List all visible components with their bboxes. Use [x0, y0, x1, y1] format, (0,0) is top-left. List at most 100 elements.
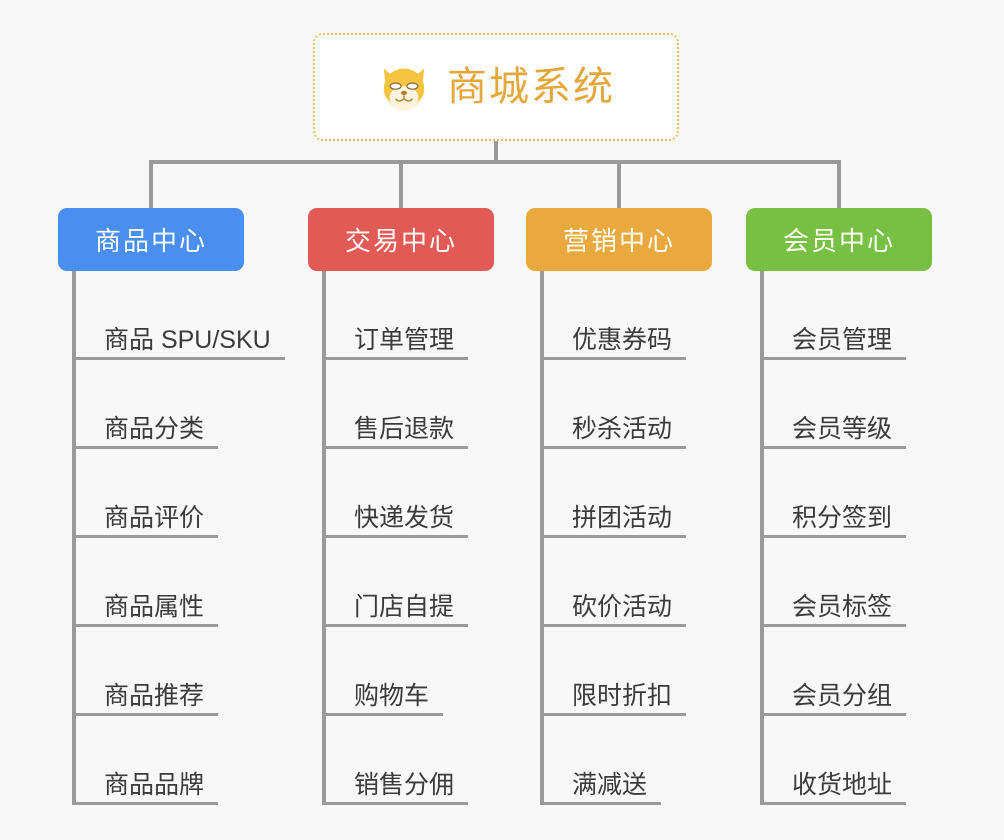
leaf-item-label: 商品推荐 — [104, 681, 205, 710]
leaf-item-label: 门店自提 — [354, 592, 455, 621]
leaf-item[interactable]: 快递发货 — [308, 449, 494, 538]
branch-spine-3 — [760, 271, 764, 805]
leaf-item-label: 商品品牌 — [104, 770, 205, 799]
category-items-2: 优惠券码秒杀活动拼团活动砍价活动限时折扣满减送 — [526, 271, 712, 805]
leaf-item-label: 秒杀活动 — [572, 414, 673, 443]
leaf-item-label: 会员分组 — [792, 681, 893, 710]
leaf-item-label: 优惠券码 — [572, 325, 673, 354]
leaf-item-label: 会员标签 — [792, 592, 893, 621]
leaf-item[interactable]: 会员分组 — [746, 627, 932, 716]
leaf-item[interactable]: 限时折扣 — [526, 627, 712, 716]
leaf-item[interactable]: 门店自提 — [308, 538, 494, 627]
leaf-item-label: 会员管理 — [792, 325, 893, 354]
drop-connector-2 — [617, 160, 621, 210]
drop-connector-0 — [149, 160, 153, 210]
leaf-item-underline — [322, 802, 468, 805]
leaf-item-underline — [72, 446, 218, 449]
leaf-item[interactable]: 砍价活动 — [526, 538, 712, 627]
branch-spine-0 — [72, 271, 76, 805]
leaf-item-label: 商品分类 — [104, 414, 205, 443]
leaf-item-underline — [540, 446, 686, 449]
leaf-item-underline — [540, 535, 686, 538]
category-header-label: 会员中心 — [782, 226, 895, 256]
leaf-item-underline — [322, 535, 468, 538]
leaf-item-underline — [760, 624, 906, 627]
leaf-item-label: 快递发货 — [354, 503, 455, 532]
leaf-item[interactable]: 拼团活动 — [526, 449, 712, 538]
leaf-item[interactable]: 会员管理 — [746, 271, 932, 360]
leaf-item-label: 售后退款 — [354, 414, 455, 443]
category-column-2: 营销中心优惠券码秒杀活动拼团活动砍价活动限时折扣满减送 — [526, 208, 712, 805]
leaf-item-underline — [72, 624, 218, 627]
leaf-item[interactable]: 满减送 — [526, 716, 712, 805]
leaf-item[interactable]: 商品评价 — [58, 449, 244, 538]
leaf-item-label: 购物车 — [354, 681, 430, 710]
branch-spine-2 — [540, 271, 544, 805]
leaf-item-underline — [72, 713, 218, 716]
leaf-item[interactable]: 积分签到 — [746, 449, 932, 538]
leaf-item-underline — [540, 624, 686, 627]
leaf-item[interactable]: 商品 SPU/SKU — [58, 271, 285, 360]
leaf-item[interactable]: 销售分佣 — [308, 716, 494, 805]
leaf-item[interactable]: 会员等级 — [746, 360, 932, 449]
leaf-item-label: 砍价活动 — [572, 592, 673, 621]
leaf-item-underline — [760, 713, 906, 716]
category-items-3: 会员管理会员等级积分签到会员标签会员分组收货地址 — [746, 271, 932, 805]
leaf-item[interactable]: 优惠券码 — [526, 271, 712, 360]
category-header-label: 商品中心 — [94, 226, 207, 256]
leaf-item-underline — [322, 624, 468, 627]
leaf-item-label: 会员等级 — [792, 414, 893, 443]
category-items-0: 商品 SPU/SKU 商品分类商品评价商品属性商品推荐商品品牌 — [58, 271, 285, 805]
leaf-item-underline — [540, 357, 686, 360]
leaf-item-underline — [760, 802, 906, 805]
leaf-item[interactable]: 购物车 — [308, 627, 494, 716]
leaf-item-underline — [72, 357, 285, 360]
leaf-item-label: 积分签到 — [792, 503, 893, 532]
leaf-item[interactable]: 售后退款 — [308, 360, 494, 449]
leaf-item-label: 收货地址 — [792, 770, 893, 799]
leaf-item-underline — [540, 802, 661, 805]
root-title: 商城系统 — [447, 65, 615, 109]
leaf-item-label: 商品属性 — [104, 592, 205, 621]
leaf-item-label: 拼团活动 — [572, 503, 673, 532]
category-column-0: 商品中心商品 SPU/SKU 商品分类商品评价商品属性商品推荐商品品牌 — [58, 208, 285, 805]
leaf-item-label: 商品 SPU/SKU — [104, 325, 271, 354]
horizontal-bus-connector — [149, 160, 841, 164]
leaf-item-underline — [540, 713, 686, 716]
leaf-item-underline — [760, 446, 906, 449]
leaf-item[interactable]: 订单管理 — [308, 271, 494, 360]
leaf-item-underline — [72, 535, 218, 538]
shiba-dog-face-icon — [383, 68, 425, 111]
leaf-item-underline — [322, 446, 468, 449]
category-header-0[interactable]: 商品中心 — [58, 208, 244, 271]
drop-connector-1 — [399, 160, 403, 210]
leaf-item[interactable]: 商品属性 — [58, 538, 244, 627]
leaf-item-underline — [322, 713, 443, 716]
category-header-2[interactable]: 营销中心 — [526, 208, 712, 271]
leaf-item-underline — [760, 535, 906, 538]
category-items-1: 订单管理售后退款快递发货门店自提购物车销售分佣 — [308, 271, 494, 805]
leaf-item-underline — [72, 802, 218, 805]
leaf-item-label: 商品评价 — [104, 503, 205, 532]
root-stub-connector — [494, 141, 498, 162]
leaf-item-label: 销售分佣 — [354, 770, 455, 799]
category-column-1: 交易中心订单管理售后退款快递发货门店自提购物车销售分佣 — [308, 208, 494, 805]
category-header-3[interactable]: 会员中心 — [746, 208, 932, 271]
leaf-item[interactable]: 会员标签 — [746, 538, 932, 627]
leaf-item-label: 满减送 — [572, 770, 648, 799]
leaf-item[interactable]: 秒杀活动 — [526, 360, 712, 449]
root-node[interactable]: 商城系统 — [313, 33, 679, 141]
leaf-item-underline — [322, 357, 468, 360]
category-column-3: 会员中心会员管理会员等级积分签到会员标签会员分组收货地址 — [746, 208, 932, 805]
leaf-item-underline — [760, 357, 906, 360]
leaf-item[interactable]: 商品推荐 — [58, 627, 244, 716]
branch-spine-1 — [322, 271, 326, 805]
drop-connector-3 — [837, 160, 841, 210]
leaf-item[interactable]: 商品分类 — [58, 360, 244, 449]
category-header-1[interactable]: 交易中心 — [308, 208, 494, 271]
leaf-item-label: 订单管理 — [354, 325, 455, 354]
leaf-item-label: 限时折扣 — [572, 681, 673, 710]
leaf-item[interactable]: 收货地址 — [746, 716, 932, 805]
leaf-item[interactable]: 商品品牌 — [58, 716, 244, 805]
